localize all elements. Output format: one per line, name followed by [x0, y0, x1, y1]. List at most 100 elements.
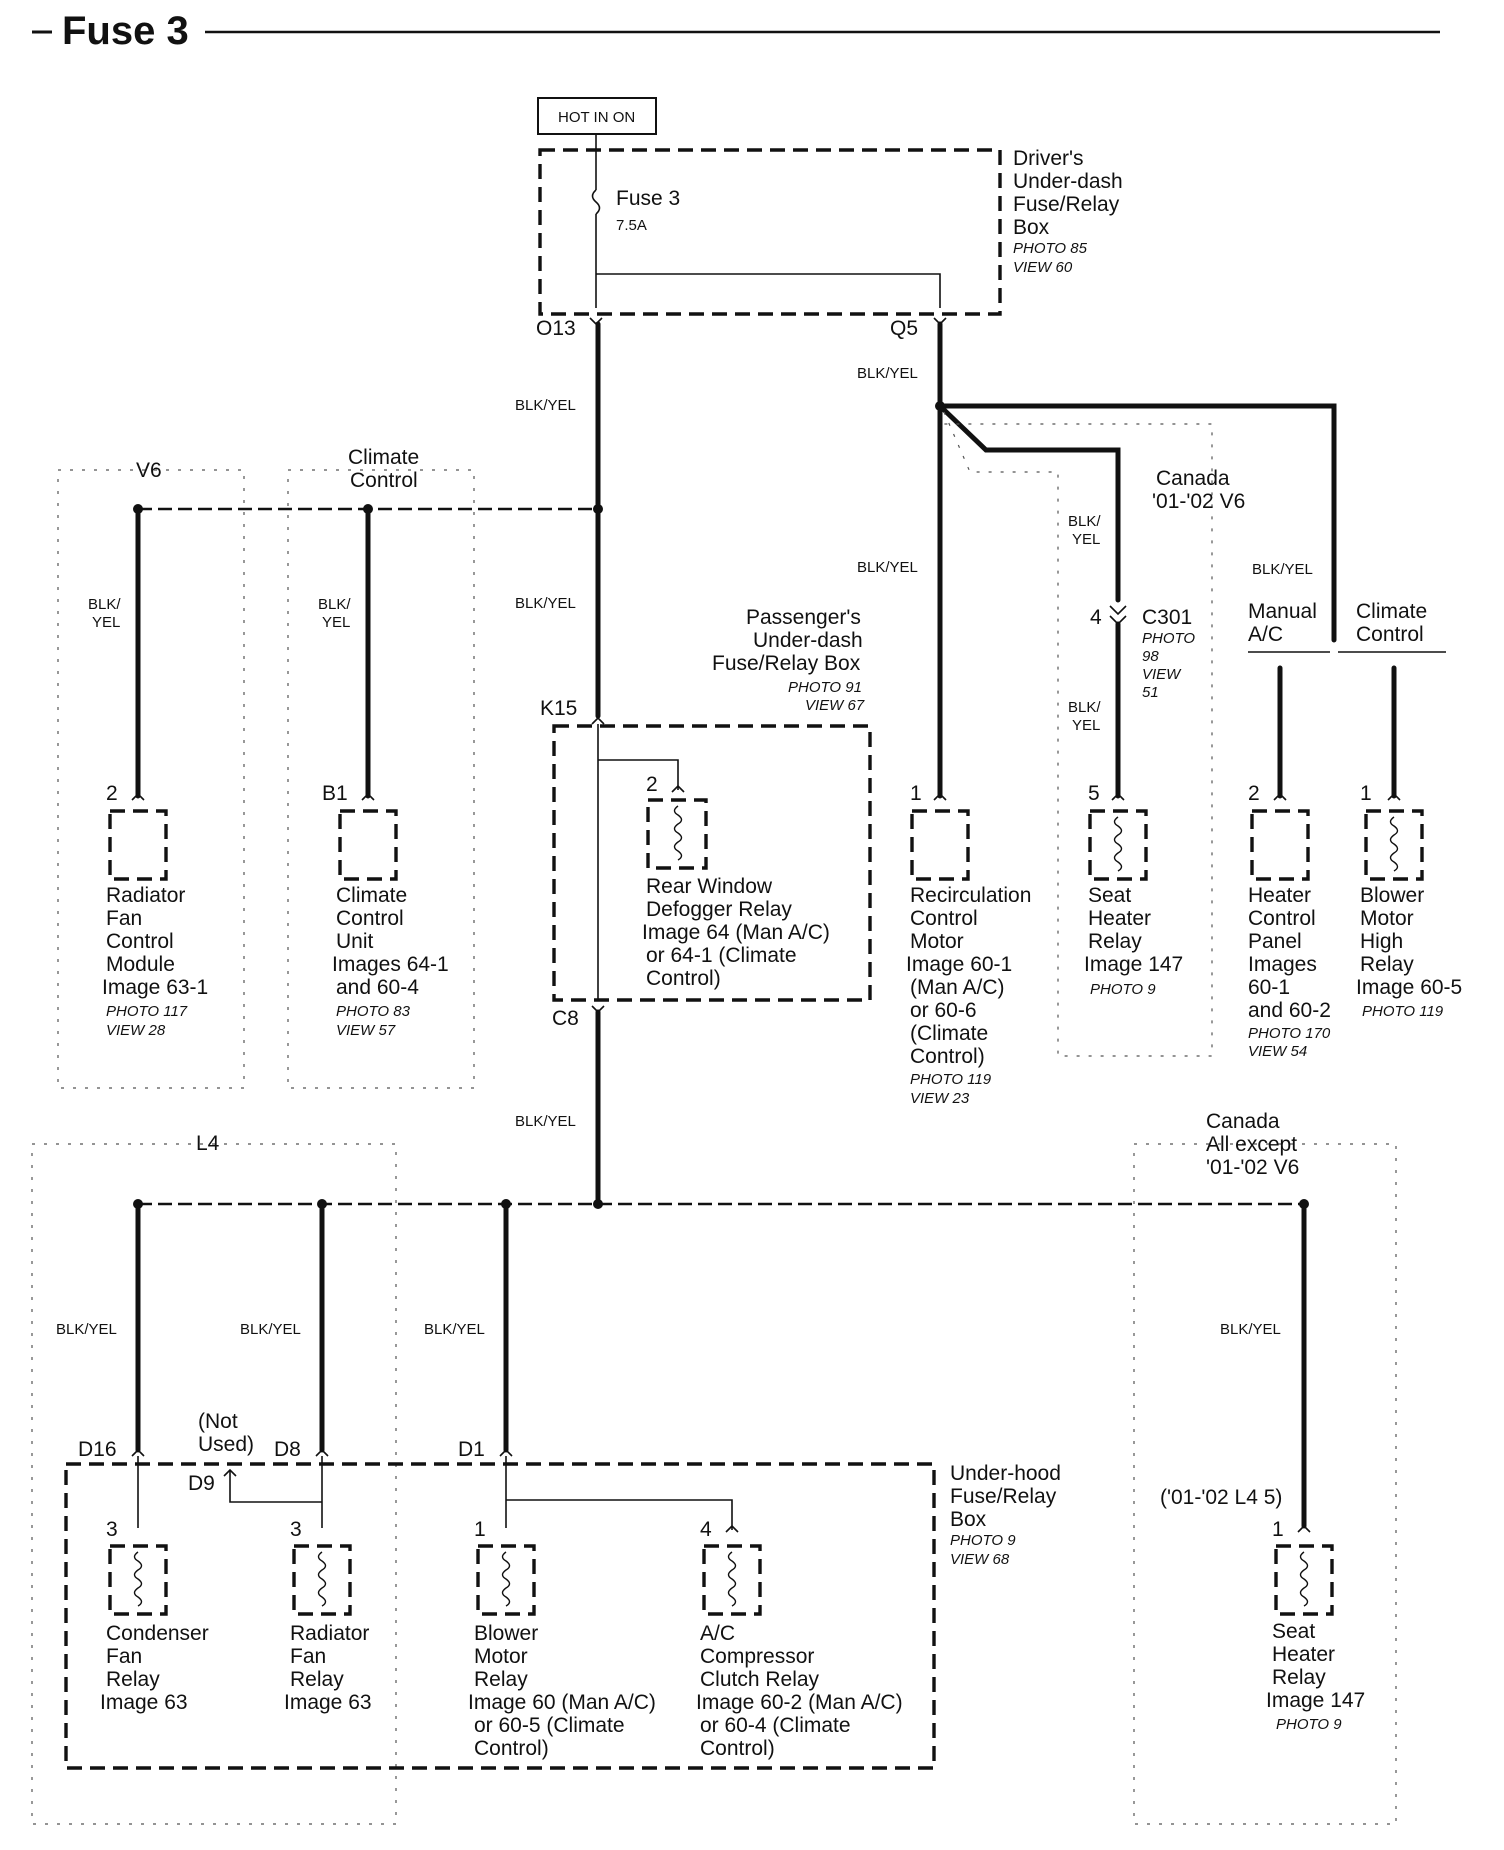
climate-control-unit	[338, 809, 398, 881]
svg-text:Radiator: Radiator	[290, 1622, 369, 1645]
svg-text:and 60-4: and 60-4	[336, 976, 419, 999]
passenger-box-label: Passenger's Under-dash Fuse/Relay Box PH…	[712, 606, 865, 714]
wire-label-recirc: BLK/YEL	[857, 559, 918, 576]
passengers-fuse-box	[552, 724, 872, 1002]
wire-label-5: BLK/YEL	[240, 1321, 301, 1338]
svg-text:Control: Control	[1356, 623, 1424, 646]
climate-unit-label: Climate Control Unit Images 64-1 and 60-…	[332, 884, 449, 1039]
blower-motor-high-relay	[1364, 809, 1424, 881]
svg-text:PHOTO 91: PHOTO 91	[788, 679, 862, 696]
svg-text:Driver's: Driver's	[1013, 147, 1084, 170]
svg-text:Motor: Motor	[910, 930, 964, 953]
svg-text:Climate: Climate	[1356, 600, 1427, 623]
svg-text:Control: Control	[910, 907, 978, 930]
svg-text:B1: B1	[322, 782, 348, 805]
svg-text:Climate: Climate	[336, 884, 407, 907]
svg-text:PHOTO 119: PHOTO 119	[1362, 1003, 1444, 1020]
svg-text:4: 4	[700, 1518, 712, 1541]
svg-text:PHOTO 9: PHOTO 9	[1090, 981, 1156, 998]
radiator-fan-relay	[292, 1544, 352, 1616]
wire-label-3: BLK/YEL	[515, 1113, 576, 1130]
svg-text:Box: Box	[950, 1508, 987, 1531]
svg-text:Control: Control	[106, 930, 174, 953]
svg-text:Canada: Canada	[1156, 467, 1230, 490]
drivers-box-label: Driver's Under-dash Fuse/Relay Box PHOTO…	[1013, 147, 1123, 276]
svg-text:2: 2	[646, 773, 658, 796]
seat-heater-v6-label: Seat Heater Relay Image 147 PHOTO 9	[1084, 884, 1183, 998]
terminal-d9: D9	[188, 1472, 215, 1495]
rear-window-defogger-relay	[646, 798, 708, 870]
svg-text:Control): Control)	[646, 967, 721, 990]
svg-text:Control): Control)	[700, 1737, 775, 1760]
blower-relay-label: Blower Motor Relay Image 60 (Man A/C) or…	[468, 1622, 656, 1760]
svg-text:'01-'02 V6: '01-'02 V6	[1152, 490, 1245, 513]
radiator-fan-control-module	[108, 809, 168, 881]
svg-text:BLK/: BLK/	[1068, 699, 1101, 716]
svg-text:Image 60-1: Image 60-1	[906, 953, 1012, 976]
svg-text:Fuse/Relay: Fuse/Relay	[950, 1485, 1057, 1508]
svg-text:PHOTO: PHOTO	[1142, 630, 1195, 647]
svg-text:Heater: Heater	[1272, 1643, 1335, 1666]
region-v6-label: V6	[136, 459, 162, 482]
svg-text:Images 64-1: Images 64-1	[332, 953, 449, 976]
svg-text:Control): Control)	[910, 1045, 985, 1068]
svg-text:YEL: YEL	[322, 614, 350, 631]
svg-text:Motor: Motor	[1360, 907, 1414, 930]
wire-label-branch: BLK/YEL	[1252, 561, 1313, 578]
svg-text:Control: Control	[350, 469, 418, 492]
svg-text:O13: O13	[536, 317, 576, 340]
blower-motor-relay	[476, 1544, 536, 1616]
svg-text:Climate: Climate	[348, 446, 419, 469]
svg-text:All except: All except	[1206, 1133, 1297, 1156]
wire-label-q5: BLK/YEL	[857, 365, 918, 382]
svg-text:Relay: Relay	[474, 1668, 528, 1691]
svg-text:Radiator: Radiator	[106, 884, 185, 907]
splice-bottom-main	[593, 1199, 603, 1209]
svg-text:BLK/: BLK/	[318, 596, 351, 613]
svg-text:and 60-2: and 60-2	[1248, 999, 1331, 1022]
svg-text:YEL: YEL	[1072, 531, 1100, 548]
terminal-c301: C301	[1142, 606, 1192, 629]
region-climate	[287, 469, 475, 1089]
terminal-k15: K15	[540, 697, 577, 720]
svg-text:VIEW 23: VIEW 23	[910, 1090, 970, 1107]
svg-text:Control: Control	[1248, 907, 1316, 930]
terminal-o13: O13	[536, 317, 603, 340]
svg-text:5: 5	[1088, 782, 1100, 805]
page-title: Fuse 3	[62, 9, 189, 53]
svg-text:Image 147: Image 147	[1266, 1689, 1365, 1712]
svg-text:Control): Control)	[474, 1737, 549, 1760]
svg-text:1: 1	[474, 1518, 486, 1541]
svg-text:Clutch Relay: Clutch Relay	[700, 1668, 820, 1691]
region-l4	[31, 1143, 397, 1825]
heater-panel-label: Heater Control Panel Images 60-1 and 60-…	[1248, 884, 1331, 1060]
heater-control-panel	[1250, 809, 1310, 881]
svg-text:Fan: Fan	[106, 907, 142, 930]
terminal-d1: D1	[458, 1438, 485, 1461]
svg-text:VIEW 68: VIEW 68	[950, 1551, 1010, 1568]
wire-label-7: BLK/YEL	[1220, 1321, 1281, 1338]
svg-text:YEL: YEL	[92, 614, 120, 631]
condenser-fan-relay	[108, 1544, 168, 1616]
radiator-fan-module-label: Radiator Fan Control Module Image 63-1 P…	[102, 884, 208, 1039]
svg-text:Rear Window: Rear Window	[646, 875, 773, 898]
svg-text:PHOTO 9: PHOTO 9	[1276, 1716, 1342, 1733]
svg-text:Relay: Relay	[290, 1668, 344, 1691]
wire-label-2: BLK/YEL	[515, 595, 576, 612]
svg-text:PHOTO 170: PHOTO 170	[1248, 1025, 1331, 1042]
svg-text:3: 3	[290, 1518, 302, 1541]
svg-text:Q5: Q5	[890, 317, 918, 340]
svg-text:1: 1	[1360, 782, 1372, 805]
svg-text:PHOTO 83: PHOTO 83	[336, 1003, 411, 1020]
svg-text:Fuse 3: Fuse 3	[616, 187, 680, 210]
terminal-d8: D8	[274, 1438, 301, 1461]
svg-text:or 60-4 (Climate: or 60-4 (Climate	[700, 1714, 851, 1737]
seat-heater-relay-2	[1274, 1544, 1334, 1616]
svg-text:Relay: Relay	[106, 1668, 160, 1691]
svg-text:PHOTO 119: PHOTO 119	[910, 1071, 992, 1088]
svg-text:Fuse/Relay: Fuse/Relay	[1013, 193, 1120, 216]
svg-text:Image 60 (Man A/C): Image 60 (Man A/C)	[468, 1691, 656, 1714]
svg-text:Box: Box	[1013, 216, 1050, 239]
compressor-label: A/C Compressor Clutch Relay Image 60-2 (…	[696, 1622, 903, 1760]
svg-text:Motor: Motor	[474, 1645, 528, 1668]
